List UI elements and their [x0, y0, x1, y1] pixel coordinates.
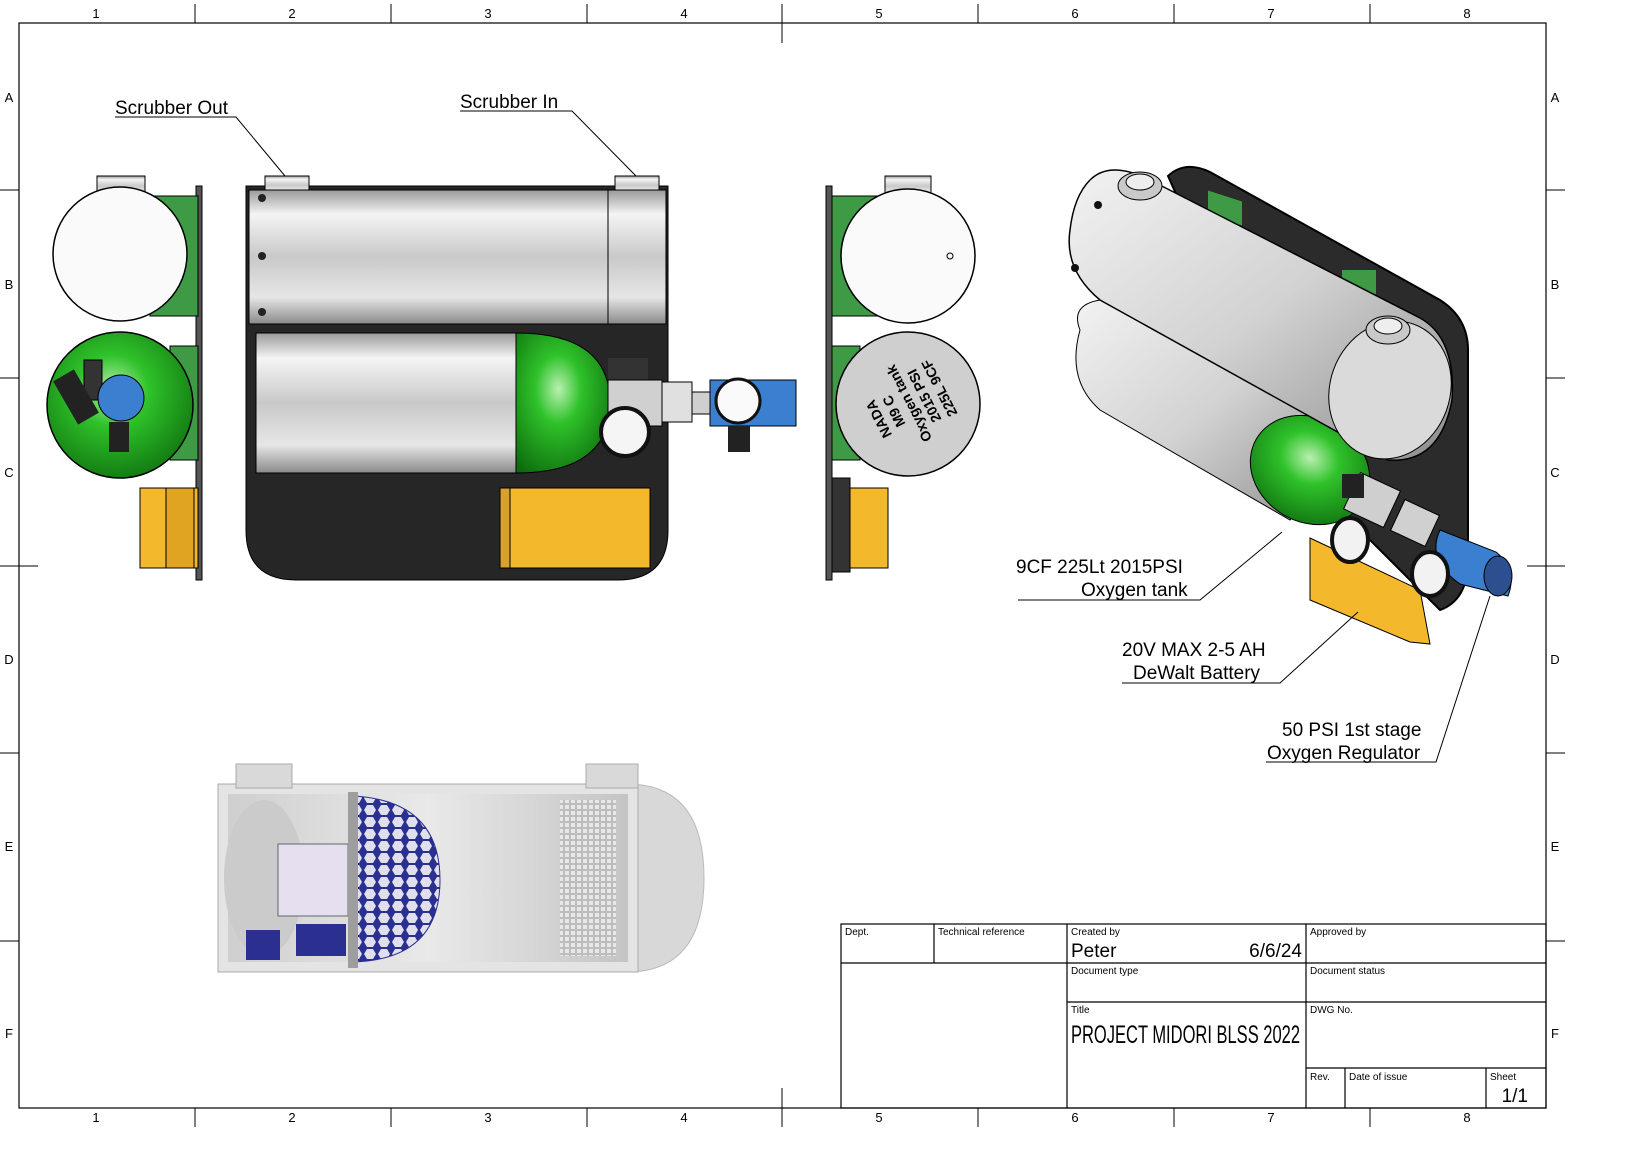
callout-scrubber-in: Scrubber In [460, 92, 558, 113]
left-side-view [46, 175, 203, 581]
column-label: 8 [1463, 6, 1470, 21]
created-by-label: Created by [1071, 927, 1120, 938]
column-label: 2 [288, 1110, 295, 1125]
column-label: 6 [1071, 6, 1078, 21]
column-labels-bottom: 1 2 3 4 5 6 7 8 [92, 1110, 1470, 1125]
right-side-view [825, 175, 981, 581]
row-label: B [5, 277, 14, 292]
column-label: 3 [484, 6, 491, 21]
row-label: B [1551, 277, 1560, 292]
dwg-no-label: DWG No. [1310, 1005, 1353, 1016]
column-label: 6 [1071, 1110, 1078, 1125]
sheet-value: 1/1 [1502, 1086, 1528, 1107]
rev-label: Rev. [1310, 1072, 1330, 1083]
callout-oxygen-tank-name: Oxygen tank [1081, 580, 1188, 601]
column-label: 7 [1267, 1110, 1274, 1125]
dept-label: Dept. [845, 927, 869, 938]
drawing-title: PROJECT MIDORI BLSS 2022 [1071, 1021, 1300, 1049]
row-label: F [1551, 1026, 1559, 1041]
isometric-view [1068, 165, 1513, 645]
row-label: A [5, 90, 14, 105]
technical-reference-label: Technical reference [938, 927, 1025, 938]
created-date-value: 6/6/24 [1249, 941, 1302, 962]
column-labels-top: 1 2 3 4 5 6 7 8 [92, 6, 1470, 21]
column-label: 1 [92, 6, 99, 21]
column-label: 1 [92, 1110, 99, 1125]
column-label: 2 [288, 6, 295, 21]
title-label: Title [1071, 1005, 1090, 1016]
callout-regulator-name: Oxygen Regulator [1267, 743, 1421, 764]
callout-oxygen-tank-spec: 9CF 225Lt 2015PSI [1016, 557, 1183, 578]
row-label: F [5, 1026, 13, 1041]
created-by-value: Peter [1071, 941, 1117, 962]
row-labels-right: A B C D E F [1550, 90, 1559, 1041]
row-label: E [1551, 839, 1560, 854]
column-label: 3 [484, 1110, 491, 1125]
row-labels-left: A B C D E F [4, 90, 13, 1041]
row-label: C [1550, 465, 1559, 480]
sheet-label: Sheet [1490, 1072, 1516, 1083]
row-label: D [4, 652, 13, 667]
column-label: 4 [680, 1110, 687, 1125]
callout-battery-spec: 20V MAX 2-5 AH [1122, 640, 1266, 661]
front-view [245, 175, 797, 581]
column-label: 5 [875, 6, 882, 21]
document-status-label: Document status [1310, 966, 1385, 977]
leader-lines [115, 110, 1491, 763]
title-block [840, 923, 1547, 1109]
row-label: A [1551, 90, 1560, 105]
callout-battery-name: DeWalt Battery [1133, 663, 1261, 684]
callout-regulator-spec: 50 PSI 1st stage [1282, 720, 1421, 741]
column-label: 7 [1267, 6, 1274, 21]
document-type-label: Document type [1071, 966, 1139, 977]
frame-tick-marks [0, 4, 1565, 1127]
column-label: 8 [1463, 1110, 1470, 1125]
date-of-issue-label: Date of issue [1349, 1072, 1408, 1083]
approved-by-label: Approved by [1310, 927, 1366, 938]
section-view [217, 763, 705, 973]
row-label: D [1550, 652, 1559, 667]
row-label: C [4, 465, 13, 480]
row-label: E [5, 839, 14, 854]
column-label: 5 [875, 1110, 882, 1125]
callout-scrubber-out: Scrubber Out [115, 98, 229, 119]
column-label: 4 [680, 6, 687, 21]
